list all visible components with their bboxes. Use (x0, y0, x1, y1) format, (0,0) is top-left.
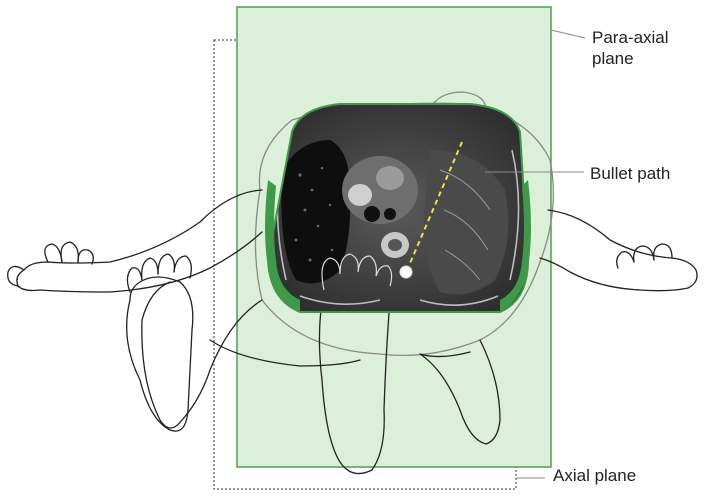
bullet-path-label: Bullet path (590, 163, 670, 184)
ct-slice-image (265, 104, 531, 312)
bullet-fragment (400, 266, 412, 278)
para-axial-plane-label-line1: Para-axial (592, 27, 669, 48)
para-axial-plane-label-line2: plane (592, 48, 634, 69)
axial-plane-label: Axial plane (553, 465, 636, 486)
